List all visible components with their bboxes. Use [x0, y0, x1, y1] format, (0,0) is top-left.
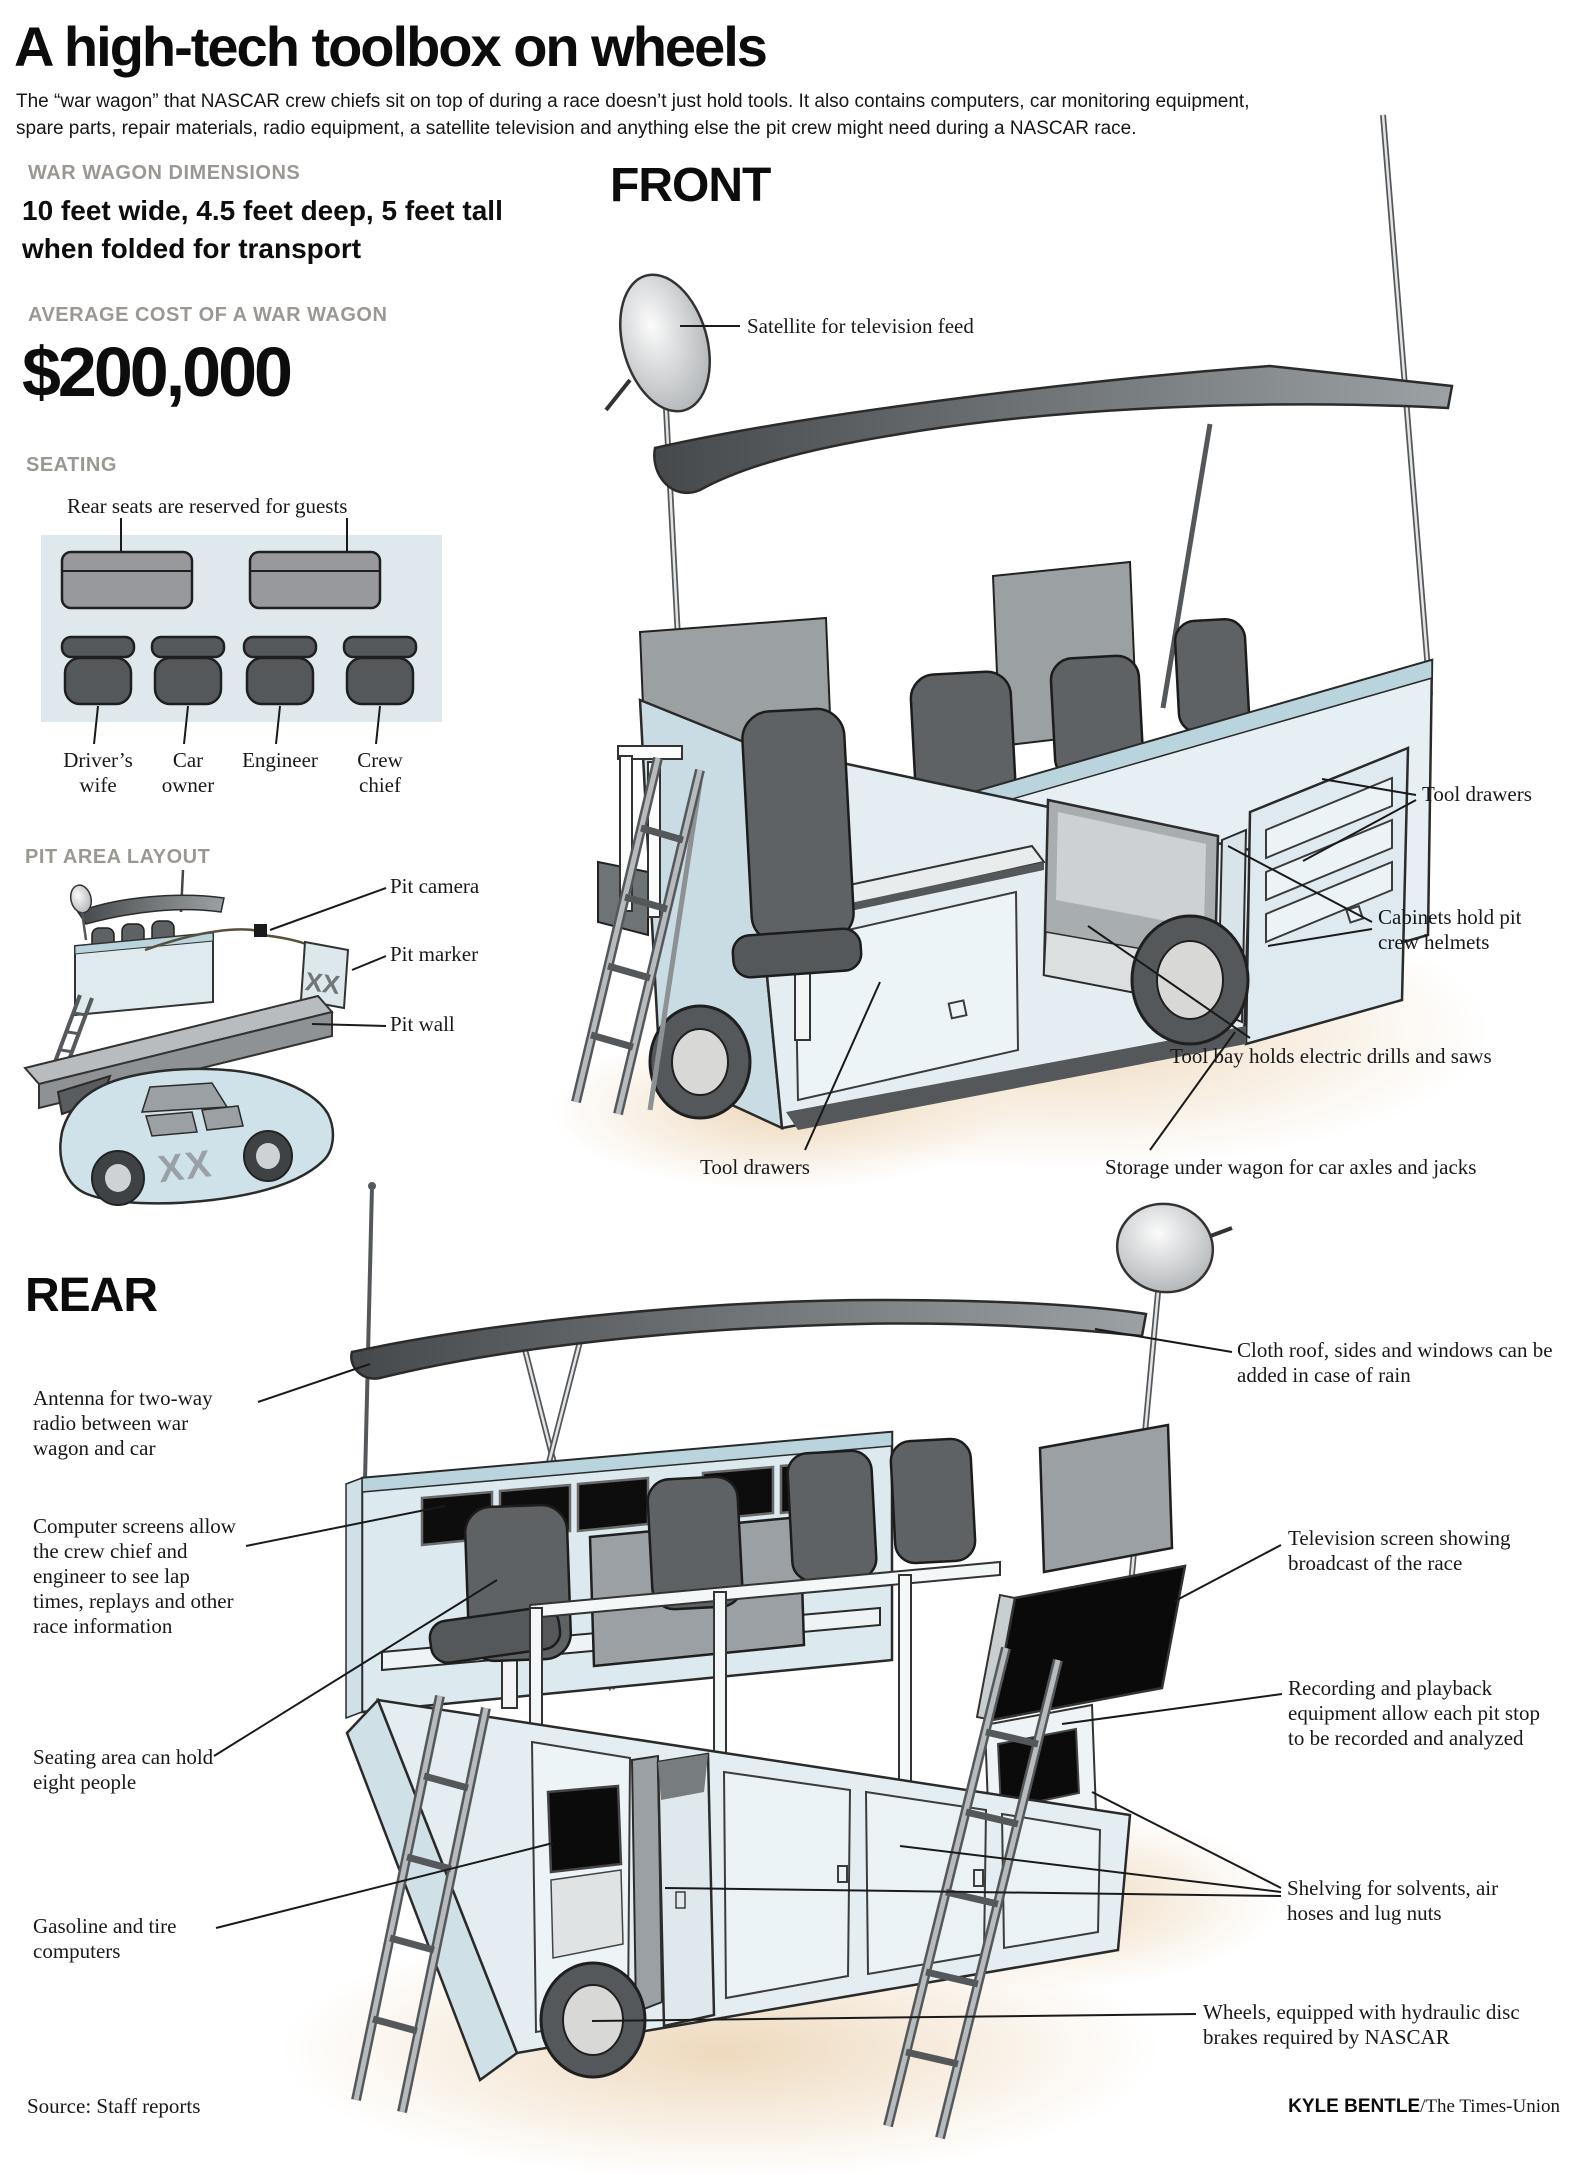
- credit-name: KYLE BENTLE: [1288, 2096, 1421, 2117]
- front-canopy-roof: [653, 364, 1454, 494]
- rear-heading: REAR: [25, 1269, 158, 1322]
- pit-leader-lines: [269, 887, 387, 1027]
- front-heading: FRONT: [610, 159, 771, 212]
- front-satellite-dish-icon: [604, 273, 711, 413]
- rear-deck-railing: [529, 1560, 1001, 1786]
- dimensions-line-2: when folded for transport: [22, 233, 362, 264]
- rear-open-door: [630, 1752, 716, 2028]
- credit-suffix: /The Times-Union: [1420, 2096, 1560, 2117]
- label-pit-marker: Pit marker: [390, 942, 479, 966]
- front-ladder: [571, 756, 705, 1116]
- label-shelving: Shelving for solvents, air hoses and lug…: [1287, 1876, 1499, 1925]
- dimensions-kicker: WAR WAGON DIMENSIONS: [28, 162, 301, 184]
- cost-value: $200,000: [22, 333, 293, 411]
- label-gasoline: Gasoline and tire computers: [33, 1914, 177, 1963]
- seat-label-car-owner: Car owner: [161, 748, 215, 797]
- seat-label-drivers-wife: Driver’s wife: [63, 748, 133, 797]
- label-recording: Recording and playback equipment allow e…: [1288, 1676, 1540, 1750]
- seating-diagram: [41, 518, 442, 745]
- label-tool-drawers-bottom: Tool drawers: [700, 1155, 810, 1179]
- label-tv-screen: Television screen showing broadcast of t…: [1288, 1526, 1511, 1575]
- seating-kicker: SEATING: [26, 454, 117, 476]
- label-satellite: Satellite for television feed: [747, 314, 974, 338]
- rear-ladder-left: [351, 1694, 491, 2114]
- rear-satellite-dish-icon: [1115, 1202, 1233, 1294]
- label-antenna: Antenna for two-way radio between war wa…: [33, 1386, 213, 1460]
- front-lower-sill: [786, 1026, 1246, 1130]
- label-tool-drawers-right: Tool drawers: [1422, 782, 1532, 806]
- label-wheels: Wheels, equipped with hydraulic disc bra…: [1203, 2000, 1520, 2049]
- page-title: A high-tech toolbox on wheels: [14, 15, 768, 78]
- rear-cabinet-doors: [722, 1770, 1102, 2000]
- label-cabinets: Cabinets hold pit crew helmets: [1378, 905, 1522, 954]
- seat-label-crew-chief: Crew chief: [357, 748, 403, 797]
- label-seating-area: Seating area can hold eight people: [33, 1745, 214, 1794]
- pit-marker-sign: XX: [299, 940, 350, 1010]
- label-cloth-roof: Cloth roof, sides and windows can be add…: [1237, 1338, 1553, 1387]
- crew-chairs: [60, 635, 418, 706]
- dimensions-value: 10 feet wide, 4.5 feet deep, 5 feet tall…: [22, 192, 503, 268]
- rear-ladder-right: [883, 1646, 1063, 2140]
- front-wheels: [648, 914, 1250, 1120]
- source-line: Source: Staff reports: [27, 2094, 201, 2118]
- pit-area-diagram: XX XX: [23, 869, 387, 1206]
- pit-marker-text: XX: [304, 966, 343, 1000]
- pit-satellite-dish-icon: [69, 884, 93, 914]
- seat-label-engineer: Engineer: [242, 748, 318, 772]
- label-storage: Storage under wagon for car axles and ja…: [1105, 1155, 1477, 1179]
- dimensions-line-1: 10 feet wide, 4.5 feet deep, 5 feet tall: [22, 195, 503, 226]
- label-pit-wall: Pit wall: [390, 1012, 455, 1036]
- front-wagon-illustration: [550, 114, 1490, 1190]
- intro-paragraph: The “war wagon” that NASCAR crew chiefs …: [16, 88, 1250, 142]
- rear-wagon-illustration: [213, 1182, 1283, 2175]
- intro-line-2: spare parts, repair materials, radio equ…: [16, 118, 1137, 139]
- rear-leader-lines: [213, 1328, 1283, 2022]
- pit-area-kicker: PIT AREA LAYOUT: [25, 846, 211, 868]
- pit-camera-cable: [144, 928, 259, 952]
- label-computer-screens: Computer screens allow the crew chief an…: [33, 1514, 236, 1638]
- front-leader-lines: [680, 325, 1417, 1151]
- pit-camera-icon: [254, 924, 267, 937]
- rear-crew-chair: [428, 1503, 573, 1709]
- rear-gasoline-computer: [530, 1740, 632, 2034]
- pit-race-car: XX: [56, 1067, 335, 1206]
- rear-bench-right: [1038, 1423, 1174, 1574]
- front-crew-chief-chair: [731, 707, 863, 1041]
- rear-canopy-roof: [350, 1298, 1148, 1380]
- guest-bench-seats: [60, 550, 382, 610]
- label-tool-bay: Tool bay holds electric drills and saws: [1170, 1044, 1492, 1068]
- rear-deck-chairs: [646, 1437, 977, 1611]
- car-number-text: XX: [156, 1143, 215, 1191]
- credit-line: KYLE BENTLE/The Times-Union: [1080, 2096, 1560, 2118]
- cost-kicker: AVERAGE COST OF A WAR WAGON: [28, 304, 388, 326]
- rear-television-screen: [975, 1564, 1187, 1722]
- front-tool-drawers: [1265, 776, 1393, 944]
- seating-note: Rear seats are reserved for guests: [67, 494, 348, 518]
- label-pit-camera: Pit camera: [390, 874, 480, 898]
- intro-line-1: The “war wagon” that NASCAR crew chiefs …: [16, 91, 1250, 112]
